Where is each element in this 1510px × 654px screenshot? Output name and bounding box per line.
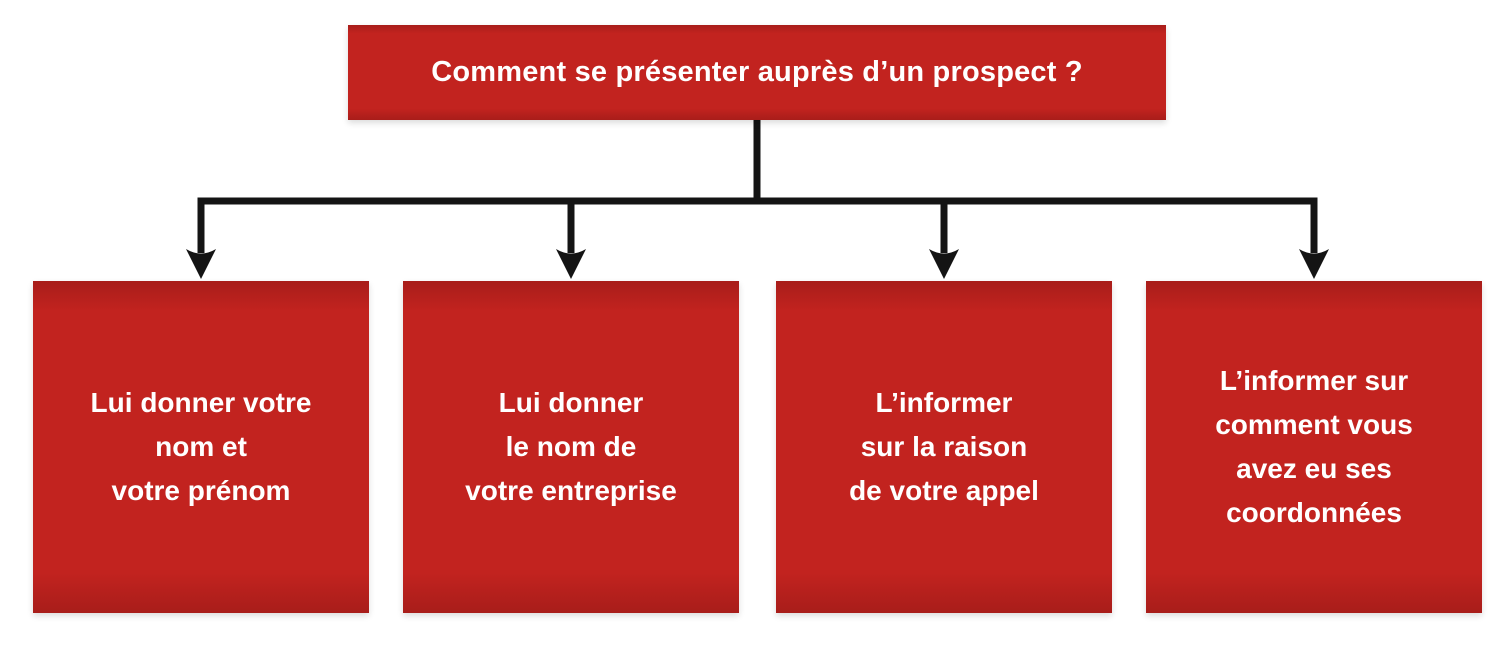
flow-node-1-label: Lui donner votre nom et votre prénom — [90, 386, 312, 507]
arrowhead-icon — [1299, 249, 1329, 279]
flow-node-1: Lui donner votre nom et votre prénom — [33, 281, 369, 613]
arrowhead-icon — [556, 249, 586, 279]
flow-node-2: Lui donner le nom de votre entreprise — [403, 281, 739, 613]
flow-node-4: L’informer sur comment vous avez eu ses … — [1146, 281, 1482, 613]
flow-node-4-label: L’informer sur comment vous avez eu ses … — [1215, 364, 1413, 529]
crossbar-line — [197, 197, 1318, 253]
flow-node-3-label: L’informer sur la raison de votre appel — [849, 386, 1039, 507]
root-node-label: Comment se présenter auprès d’un prospec… — [431, 56, 1083, 88]
root-node: Comment se présenter auprès d’un prospec… — [348, 25, 1166, 120]
flow-node-2-label: Lui donner le nom de votre entreprise — [465, 386, 677, 507]
arrowhead-icon — [929, 249, 959, 279]
flow-node-3: L’informer sur la raison de votre appel — [776, 281, 1112, 613]
arrowhead-icon — [186, 249, 216, 279]
